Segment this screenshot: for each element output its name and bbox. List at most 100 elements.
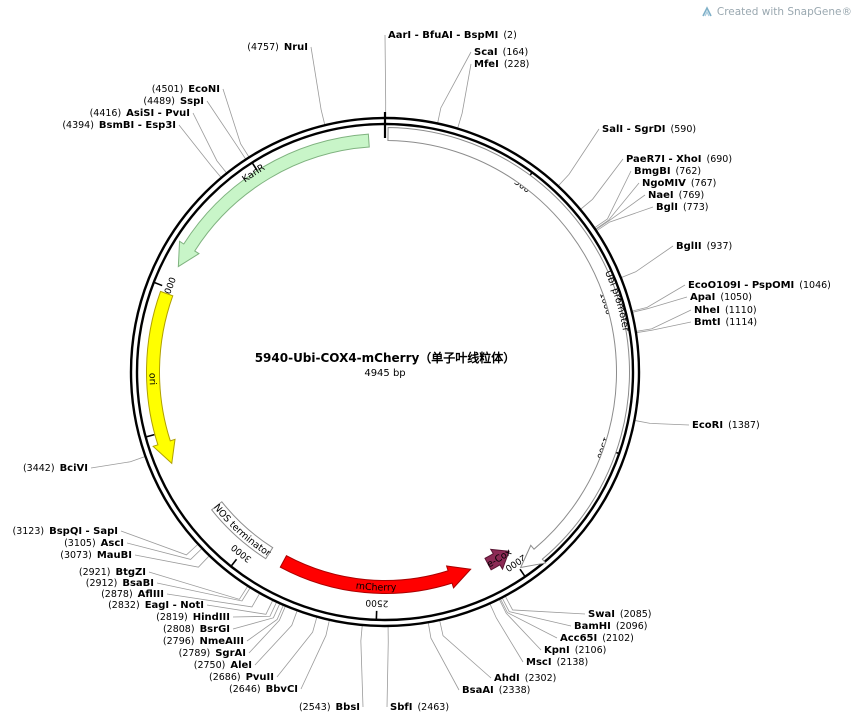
enzyme-site[interactable]: PaeR7I - XhoI(690) [626,154,732,165]
enzyme-position: (1387) [728,420,760,431]
enzyme-site[interactable]: MauBI(3073) [60,550,132,561]
enzyme-site[interactable]: EcoNI(4501) [152,84,220,95]
enzyme-site[interactable]: NruI(4757) [247,42,308,53]
enzyme-site[interactable]: PvuII(2686) [209,672,274,683]
enzyme-name: AhdI [494,673,520,684]
enzyme-site[interactable]: BglII(937) [676,241,732,252]
enzyme-site[interactable]: NheI(1110) [694,305,757,316]
feature-ubi-promoter[interactable] [387,127,630,569]
tick-label: 2500 [365,597,389,608]
enzyme-leader-line [437,51,472,123]
enzyme-site[interactable]: BamHI(2096) [574,621,647,632]
enzyme-position: (3442) [23,463,55,474]
enzyme-name: ScaI [474,47,498,58]
enzyme-name: AscI [101,538,124,549]
enzyme-site[interactable]: SspI(4489) [143,96,204,107]
enzyme-name: KpnI [544,645,570,656]
enzyme-name: AleI [230,660,252,671]
enzyme-leader-line [120,530,198,556]
enzyme-site[interactable]: NgoMIV(767) [642,178,716,189]
enzyme-name: NgoMIV [642,178,686,189]
feature-kanr[interactable] [177,133,370,268]
enzyme-name: AsiSI - PvuI [126,108,190,119]
enzyme-position: (228) [504,59,530,70]
enzyme-site[interactable]: EagI - NotI(2832) [108,600,204,611]
enzyme-site[interactable]: AscI(3105) [64,538,124,549]
enzyme-name: ApaI [690,292,715,303]
enzyme-site[interactable]: SalI - SgrDI(590) [602,124,696,135]
feature-ori[interactable] [146,290,176,465]
enzyme-leader-line [635,420,690,426]
enzyme-leader-line [276,617,318,678]
enzyme-name: BmtI [694,317,721,328]
enzyme-site[interactable]: Acc65I(2102) [560,633,634,644]
enzyme-site[interactable]: BmtI(1114) [694,317,757,328]
enzyme-position: (2) [503,30,516,41]
enzyme-name: NruI [284,42,308,53]
enzyme-site[interactable]: KpnI(2106) [544,645,606,656]
enzyme-site[interactable]: HindIII(2819) [156,612,230,623]
enzyme-site[interactable]: AhdI (2302) [494,673,556,684]
tick-mark [251,163,258,171]
enzyme-leader-line [300,620,330,690]
enzyme-position: (2302) [525,673,557,684]
feature-label-text: pre-CoxIV [0,0,514,570]
enzyme-site[interactable]: BglI(773) [656,202,708,213]
enzyme-leader-line [457,63,472,128]
enzyme-leader-line [558,128,600,186]
enzyme-leader-lines [90,34,692,708]
enzyme-site[interactable]: BbsI(2543) [299,702,360,713]
enzyme-leader-line [178,124,222,178]
enzyme-site[interactable]: ApaI(1050) [690,292,752,303]
enzyme-leader-line [156,582,251,602]
enzyme-site[interactable]: MfeI(228) [474,59,529,70]
feature-pre-coxiv[interactable] [484,548,510,571]
enzyme-leader-line [90,456,145,469]
enzyme-name: SalI - SgrDI [602,124,666,135]
enzyme-site[interactable]: BsaAI(2338) [462,685,530,696]
enzyme-site[interactable]: BbvCI(2646) [229,684,298,695]
enzyme-site[interactable]: MscI(2138) [526,657,588,668]
enzyme-site[interactable]: NmeAIII(2796) [163,636,244,647]
enzyme-leader-line [386,626,389,708]
enzyme-site[interactable]: AsiSI - PvuI(4416) [90,108,190,119]
enzyme-position: (4501) [152,84,184,95]
enzyme-site[interactable]: BmgBI(762) [634,166,701,177]
enzyme-leader-line [499,599,542,651]
enzyme-name: BbsI [336,702,360,713]
enzyme-site[interactable]: BsrGI(2808) [163,624,230,635]
enzyme-site[interactable]: BsmBI - Esp3I(4394) [62,120,176,131]
enzyme-leader-line [636,321,692,333]
feature-nos-terminator[interactable] [210,501,274,560]
enzyme-name: BglII [676,241,702,252]
enzyme-name: Acc65I [560,633,597,644]
enzyme-leader-line [232,602,277,618]
enzyme-site[interactable]: BciVI(3442) [23,463,88,474]
enzyme-position: (2338) [499,685,531,696]
enzyme-leader-line [505,596,586,615]
snapgene-logo-icon [702,6,712,17]
enzyme-site[interactable]: AleI(2750) [194,660,252,671]
enzyme-leader-line [222,88,249,157]
enzyme-site[interactable]: NaeI(769) [648,190,704,201]
feature-label-ori: ori [146,373,157,386]
feature-label-text: mCherry [355,581,397,594]
feature-mcherry[interactable] [279,555,472,594]
enzyme-site[interactable]: ScaI(164) [474,47,528,58]
enzyme-name: SbfI [390,702,412,713]
enzyme-position: (1110) [725,305,757,316]
enzyme-leader-line [427,623,460,691]
enzyme-site[interactable]: SbfI(2463) [390,702,449,713]
enzyme-position: (2085) [620,609,652,620]
enzyme-site[interactable]: EcoO109I - PspOMI(1046) [688,280,831,291]
enzyme-site[interactable]: EcoRI(1387) [692,420,760,431]
enzyme-site[interactable]: SgrAI(2789) [179,648,246,659]
enzyme-site[interactable]: AarI - BfuAI - BspMI(2) [388,30,517,41]
enzyme-leader-line [632,284,686,312]
enzyme-site[interactable]: BtgZI(2921) [79,567,146,578]
enzyme-site[interactable]: AflIII(2878) [101,589,164,600]
enzyme-site[interactable]: BsaBI(2912) [86,578,154,589]
enzyme-site[interactable]: SwaI(2085) [588,609,652,620]
enzyme-site[interactable]: BspQI - SapI(3123) [13,526,119,537]
